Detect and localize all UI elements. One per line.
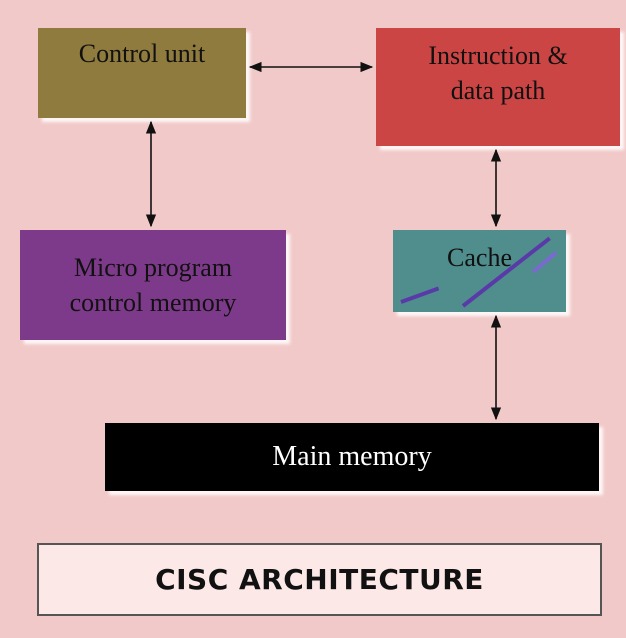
main-memory-label: Main memory [272, 441, 432, 473]
control-unit-label: Control unit [78, 39, 206, 68]
instruction-path-label-line2: data path [450, 76, 546, 106]
cache-label: Cache [447, 243, 512, 272]
cache-box: Cache [393, 230, 566, 312]
micro-program-control-memory-box: Micro program control memory [20, 230, 286, 340]
micro-program-label-line1: Micro program [73, 252, 233, 282]
diagram-title: CISC ARCHITECTURE [155, 562, 484, 596]
instruction-path-label-line1: Instruction & [428, 41, 568, 70]
diagram-title-box: CISC ARCHITECTURE [37, 543, 602, 616]
instruction-data-path-box: Instruction & data path [376, 28, 620, 146]
main-memory-box: Main memory [105, 423, 599, 491]
control-unit-box: Control unit [38, 28, 246, 118]
micro-program-label-line2: control memory [69, 288, 237, 317]
